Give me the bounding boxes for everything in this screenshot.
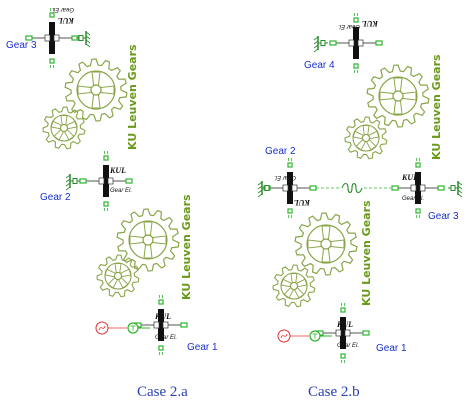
gear-el-label: Gear El. [338, 23, 360, 29]
kul-label: KUL [336, 320, 353, 329]
gear3-label: Gear 3 [6, 40, 37, 51]
ground-fixed-icon [65, 173, 81, 191]
case-a-caption: Case 2.a [137, 384, 188, 400]
gear-el-label: Gear El. [52, 6, 74, 12]
gear4-element[interactable]: KUL Gear El. [329, 12, 383, 74]
kul-label: KUL [154, 312, 171, 321]
case-a: KUL Gear El. Gear 3 KU Leuven Gears KUL … [6, 6, 218, 400]
logo-text: KU Leuven Gears [360, 200, 373, 306]
gear1-element[interactable]: KUL Gear El. [134, 294, 188, 356]
case-b-caption: Case 2.b [308, 384, 360, 400]
gear3-element[interactable]: KUL Gear El. [25, 6, 79, 69]
torque-source-icon [277, 329, 333, 343]
gear-el-label: Gear El. [110, 188, 132, 194]
gear2-label: Gear 2 [265, 146, 296, 157]
gear-logo-icon [96, 208, 180, 298]
gear-el-label: Gear El. [274, 174, 296, 180]
logo-text: KU Leuven Gears [430, 54, 443, 160]
gear3-label: Gear 3 [428, 211, 459, 222]
gear-logo-icon [42, 58, 128, 150]
logo-text: KU Leuven Gears [126, 44, 139, 150]
gear1-element[interactable]: KUL Gear El. [316, 302, 370, 364]
torque-source-icon [95, 321, 151, 335]
ground-fixed-icon [447, 180, 463, 198]
case-b: KUL Gear El. Gear 4 KU Leuven Gears KUL … [257, 12, 463, 400]
gear1-label: Gear 1 [187, 342, 218, 353]
gear-el-label: Gear El. [402, 196, 424, 202]
spring-icon [341, 182, 363, 194]
logo-text: KU Leuven Gears [180, 194, 193, 300]
gear-logo-icon [344, 64, 430, 160]
gear4-label: Gear 4 [304, 60, 335, 71]
gear1-label: Gear 1 [376, 343, 407, 354]
gear2-element[interactable]: KUL Gear El. [263, 157, 317, 219]
kul-label: KUL [294, 198, 311, 207]
kul-label: KUL [109, 166, 126, 175]
kul-label: KUL [401, 173, 418, 182]
gear-el-label: Gear El. [337, 343, 359, 349]
gear2-element[interactable]: KUL Gear El. [79, 150, 133, 212]
gear-logo-icon [272, 212, 358, 308]
ground-fixed-icon [313, 35, 329, 53]
gear-el-label: Gear El. [155, 335, 177, 341]
gear3-element[interactable]: KUL Gear El. [391, 157, 445, 219]
kul-label: KUL [58, 16, 75, 25]
kul-label: KUL [362, 19, 379, 28]
gear2-label: Gear 2 [40, 192, 71, 203]
